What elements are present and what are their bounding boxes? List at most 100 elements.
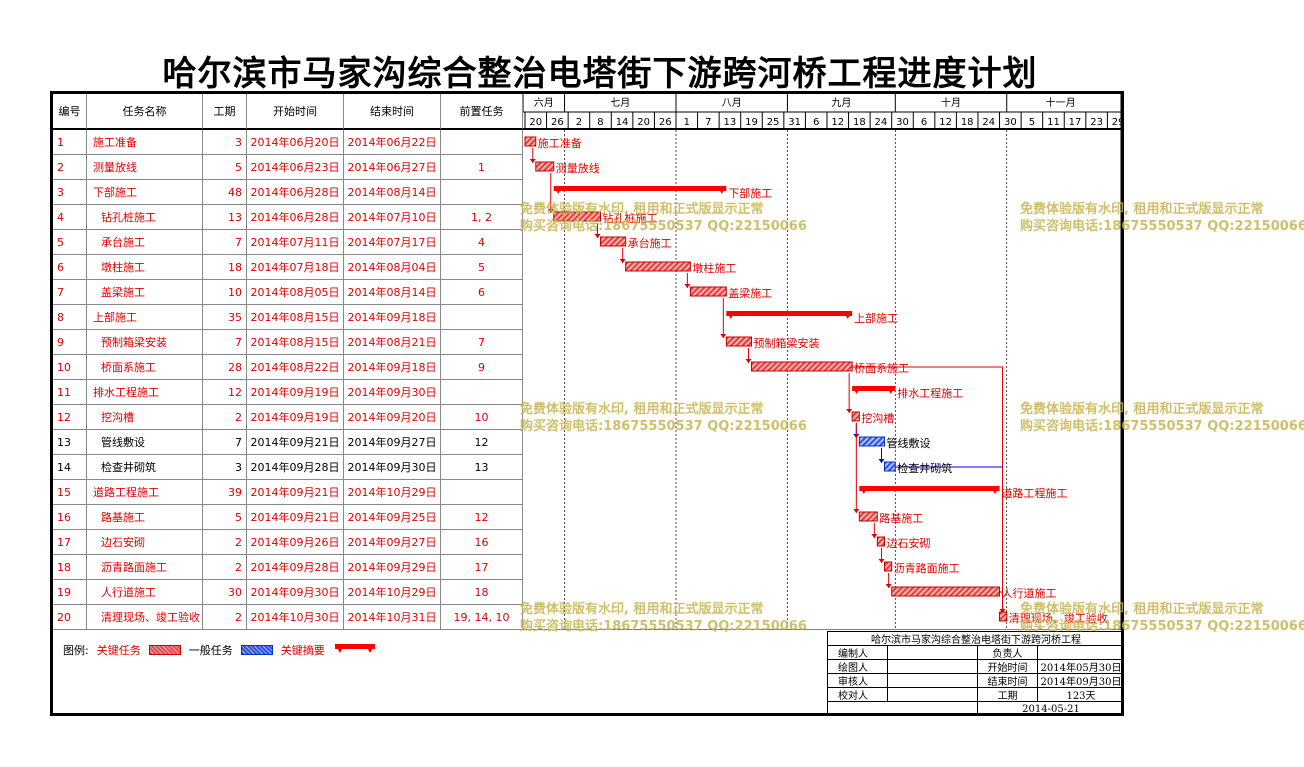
bar-label: 管线敷设: [887, 436, 931, 450]
dependency-arrow: [684, 284, 691, 288]
task-predecessors: [441, 380, 523, 405]
summary-cap: [852, 386, 862, 394]
month-label: 十月: [941, 96, 961, 109]
task-end: 2014年09月18日: [344, 355, 441, 380]
task-end: 2014年06月27日: [344, 155, 441, 180]
task-name: 沥青路面施工: [87, 555, 203, 580]
task-start: 2014年09月21日: [247, 480, 344, 505]
task-start: 2014年10月30日: [247, 605, 344, 630]
summary-cap: [886, 386, 896, 394]
task-duration: 48: [203, 180, 247, 205]
critical-task-bar: [725, 336, 752, 347]
info-box: 哈尔滨市马家沟综合整治电塔街下游跨河桥工程 编制人 负责人 绘图人 开始时间 2…: [827, 631, 1121, 713]
info-charge-value: [1038, 646, 1121, 660]
critical-task-bar: [750, 361, 853, 372]
task-name: 排水工程施工: [87, 380, 203, 405]
task-duration: 2: [203, 405, 247, 430]
bar-label: 沥青路面施工: [894, 562, 960, 575]
task-predecessors: 6: [441, 280, 523, 305]
task-id: 20: [53, 605, 87, 630]
page-title: 哈尔滨市马家沟综合整治电塔街下游跨河桥工程进度计划: [162, 54, 1038, 94]
column-header: 开始时间: [247, 94, 344, 130]
task-name: 检查井砌筑: [87, 455, 203, 480]
task-predecessors: [441, 130, 523, 155]
critical-task-bar: [891, 586, 1001, 597]
info-draw-value: [888, 660, 978, 674]
legend: 图例: 关键任务 一般任务 关键摘要: [63, 642, 377, 658]
task-name: 人行道施工: [87, 580, 203, 605]
task-predecessors: 1: [441, 155, 523, 180]
bar-label: 测量放线: [556, 161, 600, 175]
summary-cap: [726, 311, 736, 319]
critical-task-bar: [876, 536, 885, 547]
task-start: 2014年06月23日: [247, 155, 344, 180]
day-label: 8: [597, 117, 603, 128]
task-duration: 28: [203, 355, 247, 380]
dependency-arrow: [547, 209, 554, 213]
month-label: 九月: [831, 97, 851, 109]
task-start: 2014年06月20日: [247, 130, 344, 155]
task-end: 2014年09月30日: [344, 380, 441, 405]
dependency-arrow: [529, 159, 536, 163]
task-end: 2014年08月21日: [344, 330, 441, 355]
day-label: 25: [767, 117, 780, 128]
task-id: 3: [53, 180, 87, 205]
dependency-arrow: [594, 234, 601, 238]
summary-bar: [859, 486, 1000, 491]
task-end: 2014年08月04日: [344, 255, 441, 280]
day-label: 17: [1069, 117, 1082, 128]
task-duration: 13: [203, 205, 247, 230]
task-start: 2014年08月05日: [247, 280, 344, 305]
info-date: 2014-05-21: [978, 702, 1121, 713]
task-start: 2014年06月28日: [247, 180, 344, 205]
legend-critical-label: 关键任务: [96, 644, 141, 657]
task-end: 2014年09月20日: [344, 405, 441, 430]
task-duration: 7: [203, 330, 247, 355]
task-end: 2014年10月29日: [344, 580, 441, 605]
column-header: 前置任务: [441, 94, 523, 130]
bar-label: 墩柱施工: [692, 261, 736, 275]
dependency-arrow: [853, 509, 860, 513]
critical-task-bar: [999, 611, 1008, 622]
task-start: 2014年09月21日: [247, 430, 344, 455]
task-name: 清理现场、竣工验收: [87, 605, 203, 630]
day-label: 18: [961, 117, 974, 128]
task-id: 10: [53, 355, 87, 380]
dependency-link: [852, 366, 1004, 613]
bar-label: 承台施工: [628, 236, 672, 250]
day-label: 11: [1047, 117, 1060, 128]
dependency-arrow: [999, 609, 1006, 613]
task-name: 上部施工: [87, 305, 203, 330]
critical-task-bar: [689, 286, 727, 297]
day-label: 23: [1090, 117, 1103, 128]
task-duration: 39: [203, 480, 247, 505]
info-project: 哈尔滨市马家沟综合整治电塔街下游跨河桥工程: [828, 632, 1121, 646]
bar-label: 上部施工: [854, 311, 898, 325]
dependency-link: [999, 591, 1004, 613]
task-predecessors: 4: [441, 230, 523, 255]
task-duration: 2: [203, 530, 247, 555]
day-label: 30: [896, 117, 909, 128]
task-duration: 35: [203, 305, 247, 330]
task-duration: 30: [203, 580, 247, 605]
month-label: 十一月: [1046, 96, 1076, 109]
task-id: 1: [53, 130, 87, 155]
dependency-arrow: [878, 559, 885, 563]
task-predecessors: 1, 2: [441, 205, 523, 230]
task-end: 2014年10月29日: [344, 480, 441, 505]
task-id: 12: [53, 405, 87, 430]
critical-task-bar: [884, 561, 893, 572]
task-name: 道路工程施工: [87, 480, 203, 505]
task-duration: 2: [203, 555, 247, 580]
dependency-arrow: [885, 584, 892, 588]
task-predecessors: [441, 180, 523, 205]
task-predecessors: 19, 14, 10: [441, 605, 523, 630]
critical-task-bar: [599, 236, 627, 247]
bar-label: 道路工程施工: [1002, 486, 1068, 500]
legend-critical-swatch: [148, 645, 181, 655]
task-duration: 18: [203, 255, 247, 280]
day-label: 24: [982, 117, 995, 128]
task-end: 2014年08月14日: [344, 180, 441, 205]
